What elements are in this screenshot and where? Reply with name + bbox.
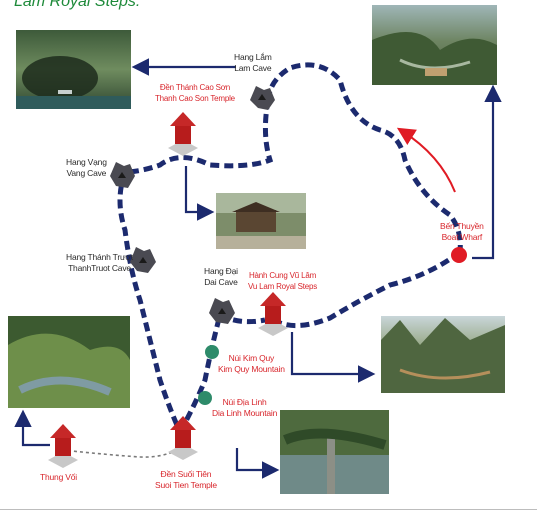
label-hang-lam: Hang Lắm Lam Cave [234, 52, 272, 74]
photo-bottom-right [280, 410, 389, 494]
label-vn: Hang Lắm [234, 52, 272, 62]
label-en: Thanh Cao Son Temple [155, 94, 235, 103]
label-hang-vang: Hang Vạng Vang Cave [66, 157, 107, 179]
bottom-divider [0, 509, 537, 510]
label-vn: Hành Cung Vũ Lâm [248, 271, 317, 280]
cave-icon-dai [209, 298, 235, 324]
label-den-thanh-cao-son: Đền Thánh Cao Sơn Thanh Cao Son Temple [155, 82, 235, 104]
label-hang-dai: Hang Đại Dai Cave [204, 266, 238, 288]
photo-temple [216, 193, 306, 249]
route-path [117, 62, 463, 434]
photo-arrows [14, 58, 502, 479]
photo-lam-cave [16, 30, 131, 109]
label-en: Dai Cave [204, 277, 238, 287]
label-vn: Hang Thánh Trượt [66, 252, 133, 262]
mountain-marker-kim-quy [205, 345, 219, 359]
temple-icon-thung-voi [48, 424, 78, 468]
label-vn: Hang Vạng [66, 157, 107, 167]
label-vn: Hang Đại [204, 266, 238, 276]
label-ben-thuyen: Bến Thuyền Boat Wharf [440, 221, 484, 243]
label-nui-dia-linh: Núi Địa Linh Dia Linh Mountain [212, 397, 277, 419]
label-en: Dia Linh Mountain [212, 408, 278, 418]
label-en: ThanhTruot Cave [68, 263, 131, 273]
page-title-fragment: Lam Royal Steps. [14, 0, 141, 10]
label-den-suoi-tien: Đền Suối Tiên Suoi Tien Temple [155, 469, 217, 491]
photo-right-valley [381, 316, 505, 393]
label-vn: Thung Vối [40, 472, 77, 482]
side-path-thung-voi [61, 449, 179, 458]
label-en: Lam Cave [234, 63, 272, 73]
label-vn: Đền Suối Tiên [160, 469, 212, 479]
label-en: Kim Quy Mountain [218, 364, 285, 374]
mountain-marker-dia-linh [198, 391, 212, 405]
cave-icon-thanh-truot [130, 247, 156, 273]
label-en: Vang Cave [66, 168, 107, 178]
direction-arrow [396, 127, 456, 193]
label-vn: Bến Thuyền [440, 221, 484, 231]
label-vn: Núi Địa Linh [222, 397, 267, 407]
label-thung-voi: Thung Vối [40, 472, 77, 483]
temple-icon-thanh-cao-son [168, 112, 198, 156]
temple-icon-suoi-tien [168, 416, 198, 460]
label-en: Boat Wharf [441, 232, 483, 242]
label-vn: Núi Kim Quy [228, 353, 275, 363]
temple-icon-vu-lam [258, 292, 288, 336]
label-en: Vu Lam Royal Steps [248, 282, 318, 291]
label-nui-kim-quy: Núi Kim Quy Kim Quy Mountain [218, 353, 285, 375]
boat-wharf-marker [451, 247, 467, 263]
label-hanh-cung-vu-lam: Hành Cung Vũ Lâm Vu Lam Royal Steps [248, 270, 317, 292]
photo-mountain-top-right [372, 5, 497, 85]
photo-left-river [8, 316, 130, 408]
cave-icon-lam [250, 86, 275, 110]
cave-icon-vang [110, 162, 135, 188]
label-hang-thanh-truot: Hang Thánh Trượt ThanhTruot Cave [66, 252, 133, 274]
label-en: Suoi Tien Temple [155, 480, 217, 490]
label-vn: Đền Thánh Cao Sơn [159, 83, 231, 92]
